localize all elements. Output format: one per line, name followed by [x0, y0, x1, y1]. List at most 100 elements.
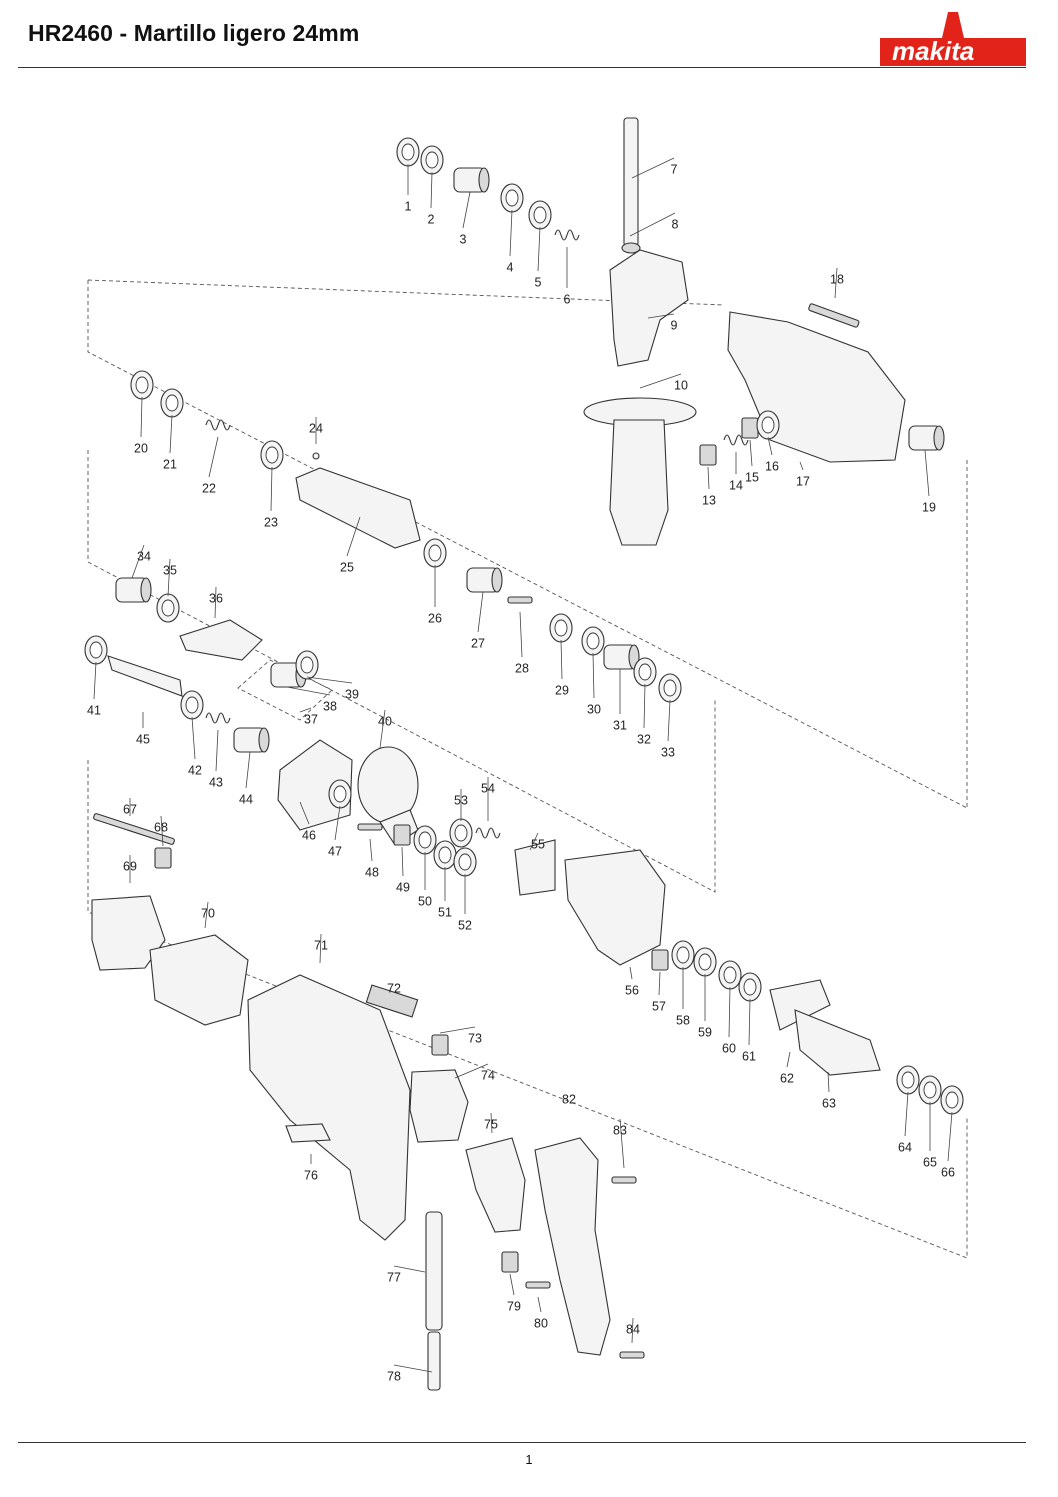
leader-line-10 [639, 373, 682, 389]
part-21-glyph [160, 388, 184, 418]
part-label-56: 56 [625, 983, 639, 997]
part-1-glyph [396, 137, 420, 167]
part-label-2: 2 [428, 212, 435, 226]
part-label-19: 19 [922, 500, 936, 514]
part-label-27: 27 [471, 636, 485, 650]
part-22-glyph [205, 419, 231, 431]
leader-line-32 [643, 683, 646, 729]
part-73-glyph [431, 1034, 449, 1056]
part-label-48: 48 [365, 865, 379, 879]
piston-cylinder [179, 619, 263, 661]
part-label-78: 78 [387, 1369, 401, 1383]
leader-line-37 [299, 707, 312, 713]
part-label-83: 83 [613, 1123, 627, 1137]
part-83-glyph [611, 1176, 637, 1184]
leader-line-20 [140, 396, 143, 438]
part-label-49: 49 [396, 880, 410, 894]
part-13-glyph [699, 444, 717, 466]
part-label-18: 18 [830, 272, 844, 286]
part-label-61: 61 [742, 1049, 756, 1063]
part-label-20: 20 [134, 441, 148, 455]
part-43-glyph [205, 712, 231, 724]
part-label-45: 45 [136, 732, 150, 746]
part-label-63: 63 [822, 1096, 836, 1110]
leader-line-64 [904, 1091, 909, 1137]
part-33-glyph [658, 673, 682, 703]
leader-line-75 [490, 1112, 493, 1134]
field-coil [149, 934, 249, 1026]
part-label-70: 70 [201, 906, 215, 920]
leader-line-4 [509, 209, 513, 257]
part-label-73: 73 [468, 1031, 482, 1045]
part-32-glyph [633, 657, 657, 687]
part-label-44: 44 [239, 792, 253, 806]
part-label-8: 8 [672, 217, 679, 231]
part-65-glyph [918, 1075, 942, 1105]
leader-line-7 [631, 157, 675, 179]
part-31-glyph [603, 644, 640, 670]
part-label-33: 33 [661, 745, 675, 759]
part-58-glyph [671, 940, 695, 970]
part-label-15: 15 [745, 470, 759, 484]
part-label-64: 64 [898, 1140, 912, 1154]
part-16-glyph [756, 410, 780, 440]
part-42-glyph [180, 690, 204, 720]
part-53-glyph [449, 818, 473, 848]
part-15-glyph [741, 417, 759, 439]
part-label-38: 38 [323, 699, 337, 713]
part-label-76: 76 [304, 1168, 318, 1182]
part-80-glyph [525, 1281, 551, 1289]
cord-guard [425, 1211, 443, 1331]
washer [621, 242, 641, 254]
part-label-43: 43 [209, 775, 223, 789]
part-51-glyph [433, 840, 457, 870]
handle-cover [534, 1137, 611, 1356]
part-label-58: 58 [676, 1013, 690, 1027]
part-label-17: 17 [796, 474, 810, 488]
leader-line-39 [306, 676, 353, 684]
part-label-40: 40 [378, 714, 392, 728]
part-label-3: 3 [460, 232, 467, 246]
part-49-glyph [393, 824, 411, 846]
leader-line-41 [93, 661, 97, 700]
part-label-50: 50 [418, 894, 432, 908]
part-label-5: 5 [535, 275, 542, 289]
leader-line-2 [430, 171, 433, 209]
part-6-glyph [554, 229, 580, 241]
fan [769, 979, 831, 1031]
leader-line-49 [401, 846, 404, 877]
header-rule [18, 67, 1026, 68]
part-26-glyph [423, 538, 447, 568]
leader-line-80 [537, 1296, 542, 1313]
leader-line-3 [462, 191, 471, 229]
leader-line-36 [214, 586, 217, 619]
part-66-glyph [940, 1085, 964, 1115]
through-bolt [623, 117, 639, 247]
part-label-68: 68 [154, 820, 168, 834]
part-label-66: 66 [941, 1165, 955, 1179]
part-label-54: 54 [481, 781, 495, 795]
leader-line-19 [924, 449, 930, 497]
part-20-glyph [130, 370, 154, 400]
part-label-34: 34 [137, 549, 151, 563]
part-label-21: 21 [163, 457, 177, 471]
part-61-glyph [738, 972, 762, 1002]
leader-line-40 [379, 709, 386, 749]
power-cord [427, 1331, 441, 1391]
part-label-57: 57 [652, 999, 666, 1013]
part-label-4: 4 [507, 260, 514, 274]
part-3-glyph [453, 167, 490, 193]
leader-line-38 [286, 686, 331, 696]
part-label-36: 36 [209, 591, 223, 605]
part-label-52: 52 [458, 918, 472, 932]
tool-holder-spindle [295, 467, 421, 549]
leader-line-34 [131, 544, 145, 579]
part-label-65: 65 [923, 1155, 937, 1169]
part-label-62: 62 [780, 1071, 794, 1085]
part-19-glyph [908, 425, 945, 451]
part-label-39: 39 [345, 687, 359, 701]
leader-line-35 [167, 558, 171, 597]
part-29-glyph [549, 613, 573, 643]
bearing-box [564, 849, 666, 966]
